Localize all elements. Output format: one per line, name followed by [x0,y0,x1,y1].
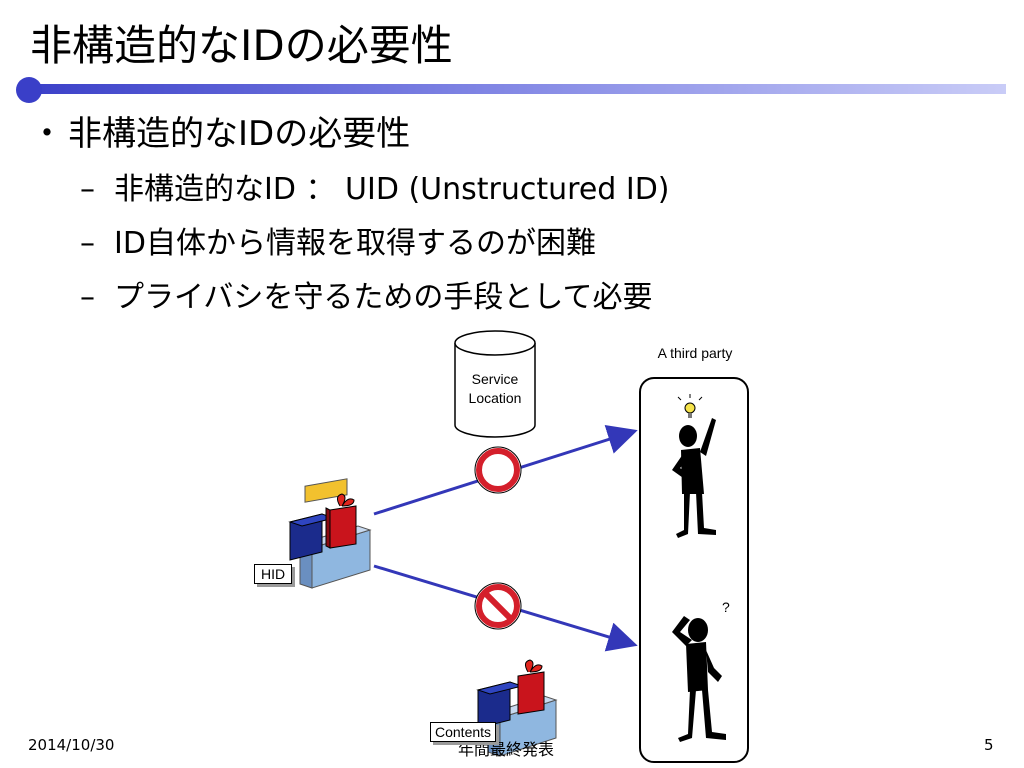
main-bullet-text: 非構造的なIDの必要性 [68,114,411,154]
sub-bullet: –プライバシを守るための手段として必要 [80,278,653,318]
thinking-person-icon [672,418,716,538]
hid-label: HID [254,564,293,584]
sub-bullet-text: 非構造的なID ： UID (Unstructured ID) [114,172,670,207]
database-label: Service Location [468,371,522,406]
title-underline [22,84,1006,94]
sub-bullet-marker: – [80,226,95,261]
prohibited-icon [474,446,522,494]
title-underline-dot [16,77,42,103]
lightbulb-icon [677,394,703,418]
gift-boxes-icon [288,478,372,589]
footer-title: 年間最終発表 [458,740,555,759]
bullet-marker: ・ [30,114,64,154]
svg-text:?: ? [722,599,730,615]
sub-bullet: –ID自体から情報を取得するのが困難 [80,224,596,264]
sub-bullet-text: プライバシを守るための手段として必要 [114,280,653,315]
main-bullet: ・非構造的なIDの必要性 [30,112,410,156]
sub-bullet-marker: – [80,172,95,207]
sub-bullet-marker: – [80,280,95,315]
footer-date: 2014/10/30 [28,736,115,754]
gift-boxes-icon [476,659,558,757]
sub-bullet-text: ID自体から情報を取得するのが困難 [114,226,596,261]
database-icon [454,330,536,438]
contents-label: Contents [430,722,497,742]
third-party-box [639,377,749,763]
slide-title: 非構造的なIDの必要性 [30,21,453,70]
third-party-label: A third party [657,345,733,361]
confused-person-icon: ? [672,599,730,742]
sub-bullet: –非構造的なID ： UID (Unstructured ID) [80,170,670,210]
page-number: 5 [984,736,994,754]
prohibited-icon [474,582,522,630]
